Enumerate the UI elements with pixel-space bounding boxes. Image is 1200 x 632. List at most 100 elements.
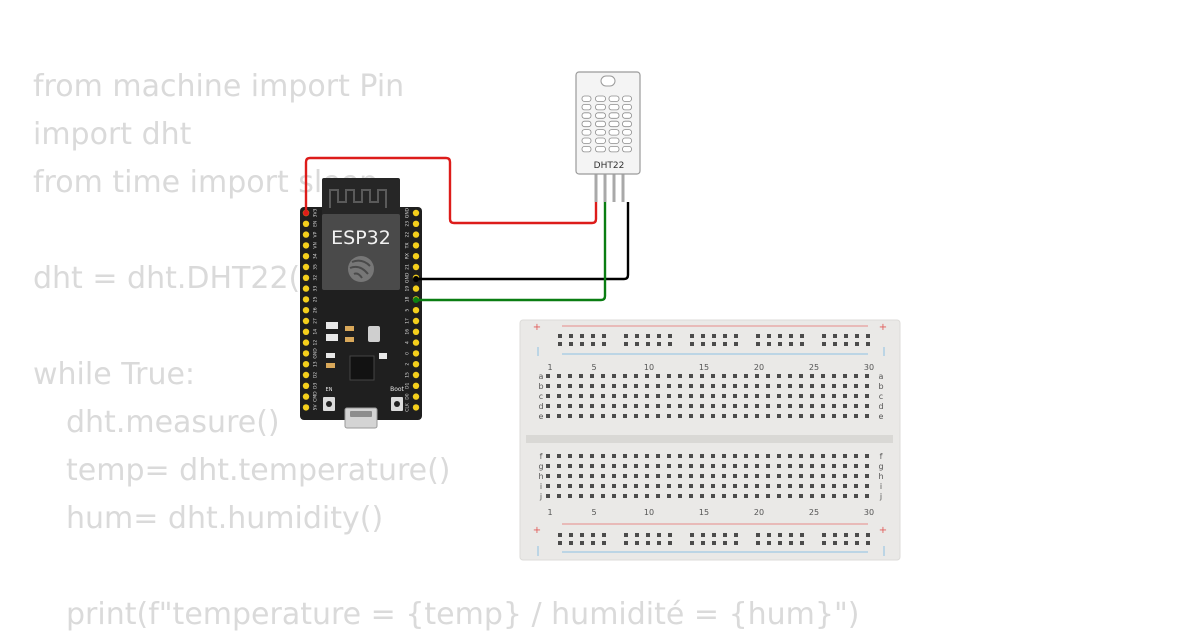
- breadboard-hole: [722, 464, 726, 468]
- rail-hole: [635, 541, 639, 545]
- code-line-10: hum= dht.humidity(): [66, 501, 384, 536]
- breadboard-hole: [700, 484, 704, 488]
- breadboard-hole: [744, 394, 748, 398]
- breadboard-hole: [777, 404, 781, 408]
- breadboard-hole: [799, 474, 803, 478]
- pin-header[interactable]: [302, 393, 310, 400]
- rail-hole: [756, 541, 760, 545]
- breadboard-hole: [722, 454, 726, 458]
- pin-header[interactable]: [302, 328, 310, 335]
- breadboard-hole: [634, 394, 638, 398]
- pin-header[interactable]: [302, 317, 310, 325]
- pin-header[interactable]: [412, 285, 420, 292]
- breadboard-hole: [590, 494, 594, 498]
- pin-header[interactable]: [412, 209, 420, 217]
- data-wire[interactable]: [416, 202, 607, 302]
- pin-header[interactable]: [412, 317, 420, 325]
- pin-header[interactable]: [412, 339, 420, 346]
- vcc-wire[interactable]: [304, 156, 598, 225]
- pin-header[interactable]: [302, 253, 310, 260]
- pin-label: 3V3: [313, 208, 319, 217]
- pin-label: 15: [405, 372, 411, 378]
- pin-label: 12: [313, 340, 319, 346]
- pin-header[interactable]: [412, 328, 420, 335]
- pin-label: 33: [313, 286, 319, 292]
- pin-header[interactable]: [302, 231, 310, 238]
- pin-header[interactable]: [412, 242, 420, 249]
- breadboard-hole: [557, 374, 561, 378]
- pin-header[interactable]: [302, 307, 310, 314]
- breadboard-hole: [689, 404, 693, 408]
- rail-hole: [558, 342, 562, 346]
- pin-header[interactable]: [412, 393, 420, 400]
- rail-hole: [833, 342, 837, 346]
- gnd-wire[interactable]: [416, 202, 630, 281]
- smd-component: [379, 353, 387, 359]
- pin-header[interactable]: [302, 296, 310, 303]
- breadboard-hole: [689, 474, 693, 478]
- rail-hole: [558, 533, 562, 537]
- rail-hole: [646, 533, 650, 537]
- breadboard-hole: [623, 414, 627, 418]
- pin-header[interactable]: [302, 350, 310, 357]
- breadboard-hole: [722, 404, 726, 408]
- pin-header[interactable]: [412, 220, 420, 227]
- pin-header[interactable]: [412, 361, 420, 368]
- pin-header[interactable]: [302, 274, 310, 281]
- pin-header[interactable]: [412, 382, 420, 389]
- breadboard-hole: [832, 494, 836, 498]
- column-number: 1: [547, 508, 552, 517]
- breadboard-hole: [612, 474, 616, 478]
- rail-hole: [569, 342, 573, 346]
- pin-label: D2: [313, 372, 319, 378]
- column-number: 30: [864, 363, 874, 372]
- breadboard-hole: [766, 384, 770, 388]
- rail-hole: [646, 541, 650, 545]
- breadboard-hole: [854, 384, 858, 388]
- breadboard-hole: [744, 404, 748, 408]
- breadboard-hole: [667, 374, 671, 378]
- rail-hole: [591, 541, 595, 545]
- pin-header[interactable]: [302, 361, 310, 368]
- pin-label: 19: [405, 286, 411, 292]
- pin-header[interactable]: [412, 404, 420, 411]
- pin-header[interactable]: [412, 263, 420, 271]
- breadboard-hole: [678, 404, 682, 408]
- breadboard-hole: [733, 394, 737, 398]
- breadboard-hole: [799, 454, 803, 458]
- breadboard-center-channel: [526, 435, 893, 443]
- breadboard-hole: [766, 394, 770, 398]
- esp32-board[interactable]: ESP32 EN Boot 3V3ENVPVN34353233252627141…: [300, 178, 422, 429]
- rail-hole: [800, 541, 804, 545]
- pin-header[interactable]: [302, 404, 310, 411]
- grille-slot: [608, 145, 620, 153]
- breadboard-hole: [557, 454, 561, 458]
- breadboard-hole: [799, 414, 803, 418]
- pin-header[interactable]: [302, 382, 310, 389]
- pin-header[interactable]: [412, 350, 420, 357]
- pin-header[interactable]: [302, 371, 310, 379]
- pin-header[interactable]: [412, 231, 420, 238]
- pin-header[interactable]: [302, 285, 310, 292]
- breadboard-hole: [810, 474, 814, 478]
- breadboard-hole: [656, 404, 660, 408]
- breadboard-hole: [854, 484, 858, 488]
- breadboard-hole: [854, 414, 858, 418]
- breadboard-hole: [799, 494, 803, 498]
- pin-header[interactable]: [302, 220, 310, 227]
- breadboard-hole: [755, 374, 759, 378]
- pin-header[interactable]: [412, 307, 420, 314]
- breadboard-hole: [546, 384, 550, 388]
- rail-hole: [580, 334, 584, 338]
- pin-header[interactable]: [412, 371, 420, 379]
- pin-header[interactable]: [302, 242, 310, 249]
- breadboard-hole: [843, 414, 847, 418]
- pin-header[interactable]: [302, 263, 310, 271]
- breadboard-hole: [568, 374, 572, 378]
- breadboard-hole: [700, 384, 704, 388]
- dht22-sensor[interactable]: DHT22: [575, 71, 641, 202]
- pin-header[interactable]: [412, 253, 420, 260]
- pin-header[interactable]: [302, 339, 310, 346]
